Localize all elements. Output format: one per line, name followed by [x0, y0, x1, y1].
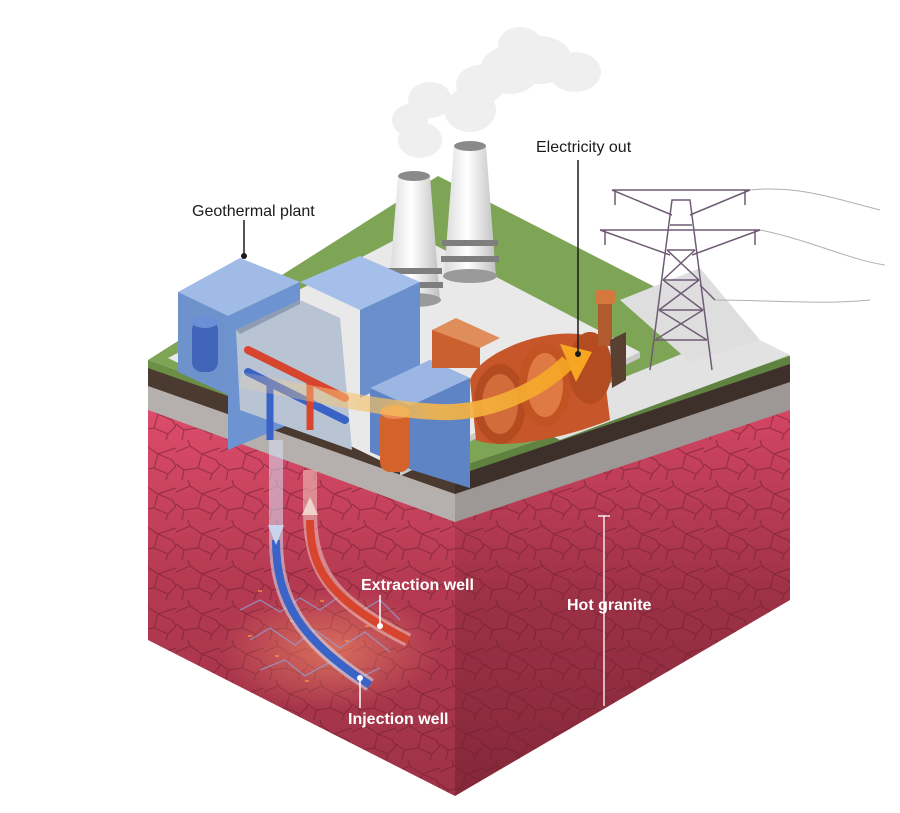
smokestack-right	[441, 141, 499, 283]
building-roof-left	[178, 258, 300, 316]
label-extraction-well: Extraction well	[361, 577, 474, 594]
plant-building	[178, 256, 470, 488]
injection-well	[268, 440, 374, 691]
label-electricity-out: Electricity out	[536, 139, 632, 156]
leader-lines	[241, 160, 610, 708]
power-tower	[599, 188, 886, 371]
label-geothermal-plant: Geothermal plant	[192, 203, 315, 220]
soil-layer-side	[455, 362, 790, 494]
label-injection-well: Injection well	[348, 711, 448, 728]
smoke	[392, 27, 601, 158]
label-hot-granite: Hot granite	[567, 597, 652, 614]
electricity-arrow	[238, 344, 592, 421]
